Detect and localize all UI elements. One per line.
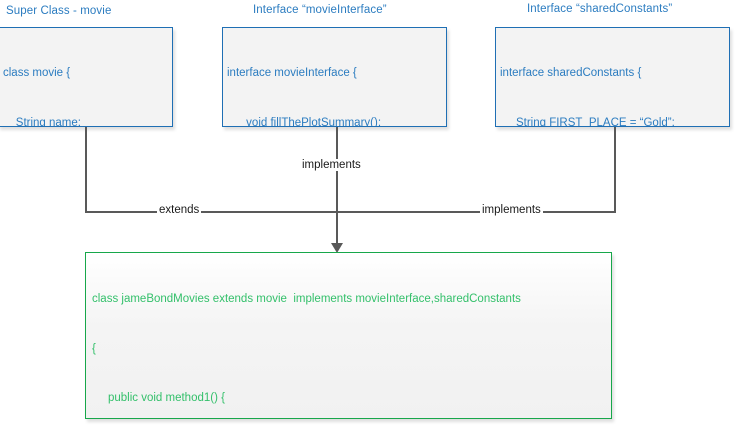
code-line: interface sharedConstants { <box>500 67 642 79</box>
connector-extends-vertical <box>85 127 87 212</box>
code-box-shared-constants[interactable]: interface sharedConstants { String FIRST… <box>495 27 730 127</box>
code-line: class movie { <box>3 67 71 79</box>
caption-super-class: Super Class - movie <box>6 5 112 17</box>
caption-shared-constants: Interface “sharedConstants” <box>527 3 673 15</box>
code-box-super-class[interactable]: class movie { String name; int length; S… <box>0 27 173 127</box>
code-line: interface movieInterface { <box>227 67 357 79</box>
connector-implements-center-vertical <box>336 127 338 243</box>
code-box-sub-class[interactable]: class jameBondMovies extends movie imple… <box>85 252 612 419</box>
code-line: class jameBondMovies extends movie imple… <box>92 293 521 305</box>
code-line: String FIRST_PLACE = “Gold”; <box>500 116 675 127</box>
code-line: public void method1() { <box>92 392 225 404</box>
connector-label-implements-right: implements <box>480 204 543 216</box>
caption-movie-interface: Interface “movieInterface” <box>253 4 387 16</box>
connector-label-extends: extends <box>157 204 202 216</box>
connector-arrow-head <box>331 243 343 253</box>
connector-implements-right-vertical <box>614 127 616 212</box>
code-line: void fillThePlotSummary(); <box>227 116 382 127</box>
code-line: { <box>92 342 96 355</box>
code-line: String name; <box>3 116 81 127</box>
connector-horizontal-bar <box>85 211 616 213</box>
code-box-movie-interface[interactable]: interface movieInterface { void fillTheP… <box>222 27 447 127</box>
connector-label-implements-center: implements <box>300 159 363 171</box>
